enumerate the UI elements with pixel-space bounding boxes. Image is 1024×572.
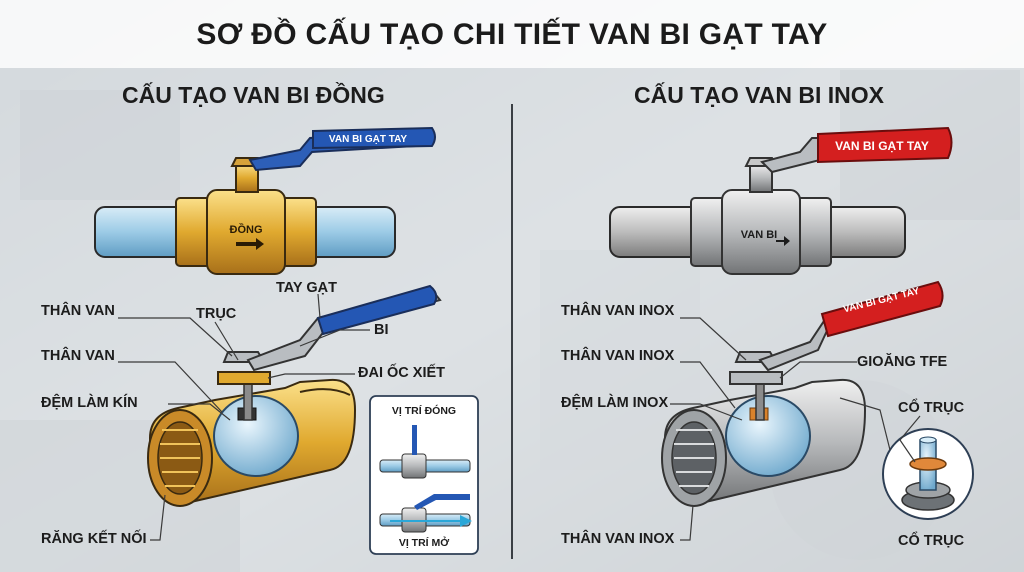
valve-position-inset: VỊ TRÍ ĐÓNG VỊ TRÍ MỞ [369,395,479,555]
inox-handle-label: VAN BI GẠT TAY [835,139,929,153]
inset-open-label: VỊ TRÍ MỞ [399,536,449,549]
brass-handle-label: VAN BI GẠT TAY [329,134,407,145]
label-co-truc-2: CỔ TRỤC [898,533,965,549]
label-dem-lam-inox: ĐỆM LÀM INOX [561,395,669,411]
section-divider [511,104,513,559]
label-dai-oc-xiet: ĐAI ỐC XIẾT [358,365,446,381]
inox-body-label: VAN BI [741,229,777,241]
brass-valve-cutaway [147,284,442,507]
inox-leader-lines [670,317,921,541]
stem-neck-detail [882,428,974,520]
inox-section-heading: CẤU TẠO VAN BI INOX [634,82,885,108]
label-than-van-2: THÂN VAN [41,348,115,364]
label-truc: TRỤC [196,306,237,322]
brass-section-heading: CẤU TẠO VAN BI ĐỒNG [122,82,385,108]
label-than-van-inox-1: THÂN VAN INOX [561,303,675,319]
brass-body-label: ĐỒNG [230,223,263,236]
inox-valve-top: VAN BI GẠT TAY VAN BI [609,126,953,275]
label-gioang-tfe: GIOĂNG TFE [857,354,948,370]
inset-closed-label: VỊ TRÍ ĐÓNG [392,404,456,417]
brass-valve-top: VAN BI GẠT TAY ĐỒNG [94,126,436,275]
label-co-truc-1: CỔ TRỤC [898,400,965,416]
brass-leader-lines [118,293,370,541]
label-rang-ket-noi: RĂNG KẾT NỐI [41,531,147,547]
label-than-van-inox-2: THÂN VAN INOX [561,348,675,364]
title-bar [0,0,1024,68]
label-dem-lam-kin: ĐỆM LÀM KÍN [41,395,138,411]
label-bi: BI [374,322,389,338]
page-title: SƠ ĐỒ CẤU TẠO CHI TIẾT VAN BI GẠT TAY [196,18,828,51]
label-than-van-inox-3: THÂN VAN INOX [561,531,675,547]
inox-valve-cutaway: VAN BI GẠT TAY [661,280,944,507]
label-than-van-1: THÂN VAN [41,303,115,319]
label-tay-gat: TAY GẠT [276,280,337,296]
